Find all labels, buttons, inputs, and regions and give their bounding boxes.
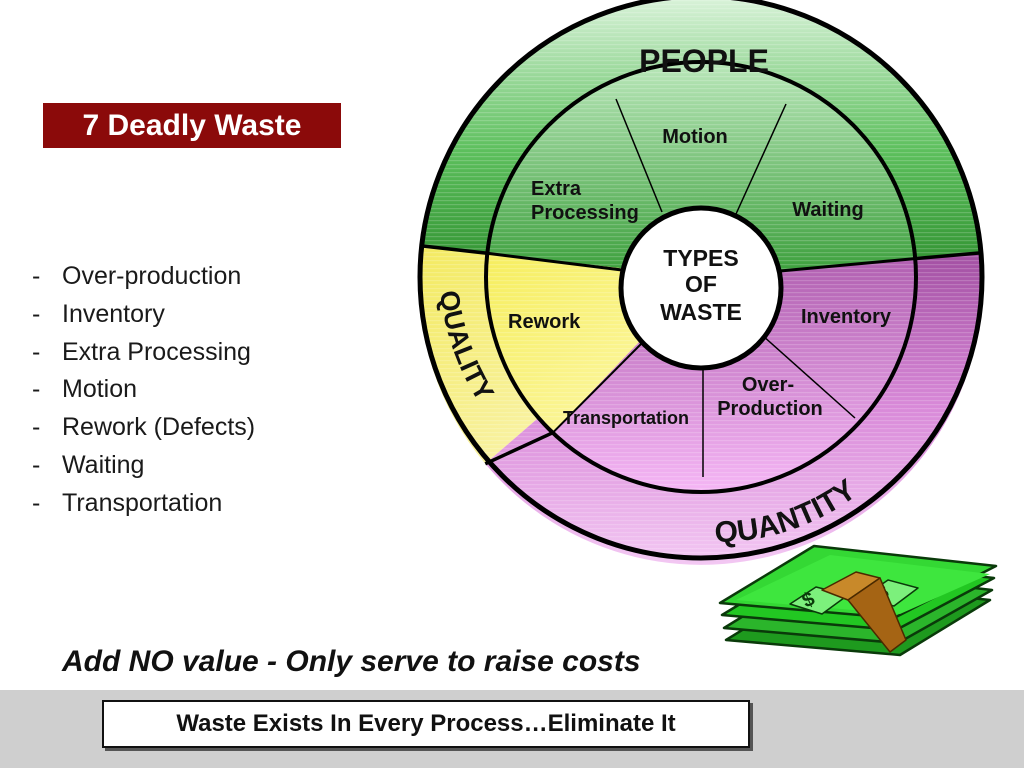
list-item: -Rework (Defects): [32, 413, 256, 442]
waiting-label: Waiting: [792, 199, 863, 221]
center-label-2: OF: [685, 271, 717, 297]
waste-list: -Over-production -Inventory -Extra Proce…: [32, 258, 255, 523]
list-item: -Extra Processing: [32, 337, 251, 366]
transportation-label: Transportation: [563, 408, 689, 428]
list-item: -Waiting: [32, 450, 145, 479]
extra-processing-label-2: Processing: [531, 202, 639, 224]
inventory-label: Inventory: [801, 306, 892, 328]
slide-title: 7 Deadly Waste: [43, 103, 341, 148]
list-item: -Inventory: [32, 299, 165, 328]
list-item: -Transportation: [32, 488, 223, 517]
tagline: Add NO value - Only serve to raise costs: [62, 645, 641, 678]
list-item: -Motion: [32, 375, 138, 404]
extra-processing-label-1: Extra: [531, 178, 582, 200]
rework-label: Rework: [508, 311, 581, 333]
list-item: -Over-production: [32, 262, 242, 290]
footer-banner: Waste Exists In Every Process…Eliminate …: [102, 700, 750, 748]
center-label-3: WASTE: [660, 299, 742, 325]
center-label-1: TYPES: [663, 245, 738, 271]
people-label: PEOPLE: [639, 43, 769, 79]
overproduction-label-2: Production: [717, 398, 823, 420]
motion-label: Motion: [662, 126, 728, 148]
overproduction-label-1: Over-: [742, 374, 794, 396]
